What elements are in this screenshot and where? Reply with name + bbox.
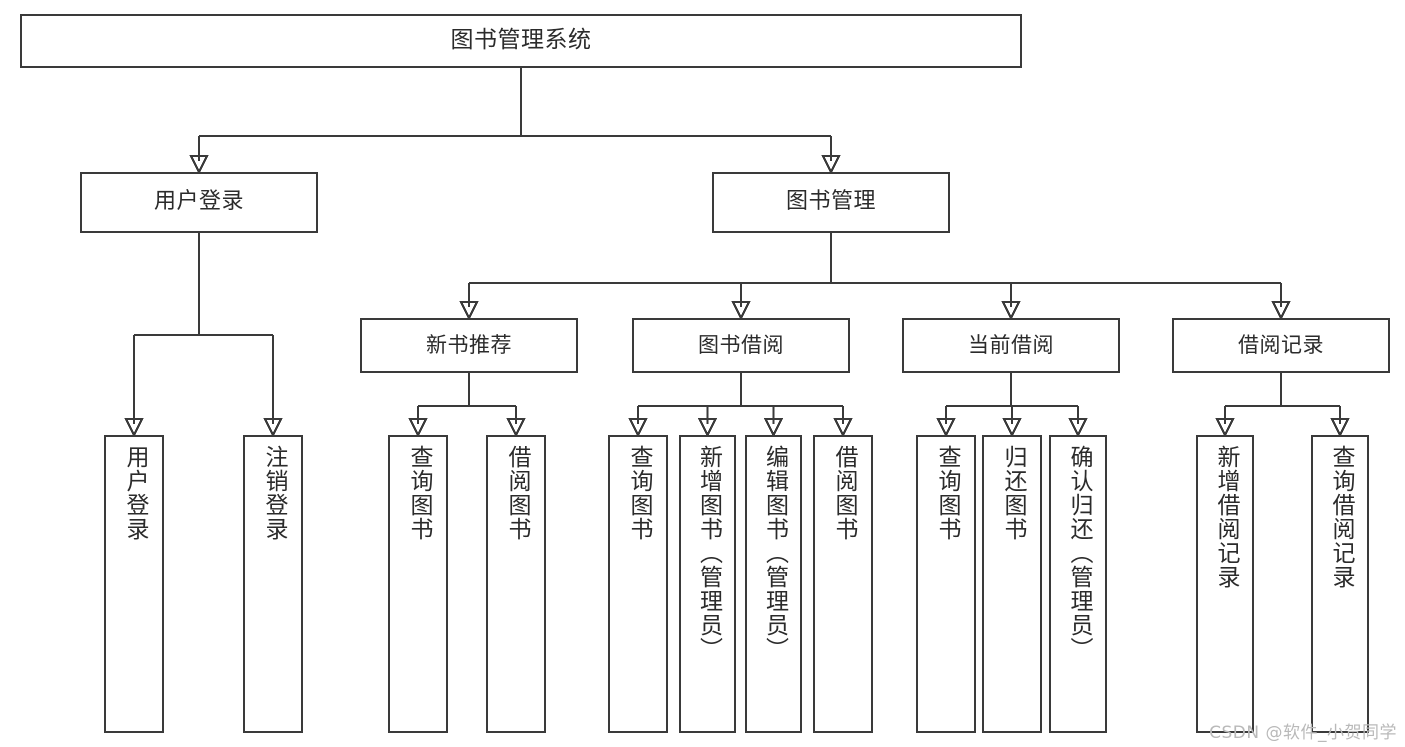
node-label-leaf-query-book-1: 查询图书 [405,445,432,541]
node-label-leaf-logout: 注销登录 [260,445,287,541]
node-label-leaf-return-book: 归还图书 [999,445,1026,541]
arrow-head-leaf-query-record [1330,417,1350,438]
node-label-leaf-add-book: 新增图书（管理员） [695,445,722,661]
csdn-watermark: CSDN @软件_小贺同学 [1209,723,1397,743]
arrow-head-new-book-recommend [459,300,479,321]
node-leaf-query-book-1[interactable]: 查询图书 [388,435,448,733]
arrow-head-leaf-borrow-book-1 [506,417,526,438]
node-leaf-logout[interactable]: 注销登录 [243,435,303,733]
node-book-manage[interactable]: 图书管理 [712,172,950,233]
node-label-user-login: 用户登录 [153,189,244,215]
node-label-leaf-edit-book: 编辑图书（管理员） [761,445,788,661]
arrow-head-current-borrow [1001,300,1021,321]
arrow-head-leaf-query-book-2 [628,417,648,438]
node-leaf-return-book[interactable]: 归还图书 [982,435,1042,733]
node-label-book-borrow: 图书借阅 [698,332,784,357]
node-leaf-add-record[interactable]: 新增借阅记录 [1196,435,1254,733]
node-new-book-recommend[interactable]: 新书推荐 [360,318,578,373]
node-label-leaf-borrow-book-1: 借阅图书 [503,445,530,541]
node-label-root: 图书管理系统 [450,27,592,54]
arrow-head-leaf-add-record [1215,417,1235,438]
arrow-head-leaf-edit-book [763,417,784,438]
arrow-head-leaf-borrow-book-2 [833,417,853,438]
node-label-leaf-query-record: 查询借阅记录 [1327,445,1354,589]
node-label-leaf-borrow-book-2: 借阅图书 [830,445,857,541]
node-leaf-confirm-return[interactable]: 确认归还（管理员） [1049,435,1107,733]
node-leaf-edit-book[interactable]: 编辑图书（管理员） [745,435,802,733]
arrow-head-user-login [189,154,209,175]
arrow-head-book-borrow [731,300,751,321]
node-label-new-book-recommend: 新书推荐 [426,332,512,357]
arrow-head-leaf-confirm-return [1068,417,1088,438]
node-label-current-borrow: 当前借阅 [968,332,1054,357]
node-current-borrow[interactable]: 当前借阅 [902,318,1120,373]
node-leaf-query-record[interactable]: 查询借阅记录 [1311,435,1369,733]
node-book-borrow[interactable]: 图书借阅 [632,318,850,373]
arrow-head-leaf-logout [263,417,283,438]
node-leaf-borrow-book-1[interactable]: 借阅图书 [486,435,546,733]
node-label-borrow-record: 借阅记录 [1238,332,1324,357]
node-leaf-query-book-3[interactable]: 查询图书 [916,435,976,733]
node-leaf-add-book[interactable]: 新增图书（管理员） [679,435,736,733]
node-label-book-manage: 图书管理 [785,189,876,215]
arrow-head-borrow-record [1271,300,1291,321]
node-leaf-borrow-book-2[interactable]: 借阅图书 [813,435,873,733]
node-user-login[interactable]: 用户登录 [80,172,318,233]
node-label-leaf-add-record: 新增借阅记录 [1212,445,1239,589]
node-leaf-query-book-2[interactable]: 查询图书 [608,435,668,733]
node-leaf-user-login[interactable]: 用户登录 [104,435,164,733]
arrow-head-leaf-user-login [124,417,144,438]
arrow-head-leaf-query-book-3 [936,417,956,438]
arrow-head-leaf-add-book [697,417,718,438]
node-borrow-record[interactable]: 借阅记录 [1172,318,1390,373]
node-label-leaf-query-book-2: 查询图书 [625,445,652,541]
arrow-head-book-manage [821,154,841,175]
node-root[interactable]: 图书管理系统 [20,14,1022,68]
node-label-leaf-user-login: 用户登录 [121,445,148,541]
arrow-head-leaf-return-book [1002,417,1022,438]
arrow-head-leaf-query-book-1 [408,417,428,438]
node-label-leaf-query-book-3: 查询图书 [933,445,960,541]
node-label-leaf-confirm-return: 确认归还（管理员） [1065,445,1092,661]
